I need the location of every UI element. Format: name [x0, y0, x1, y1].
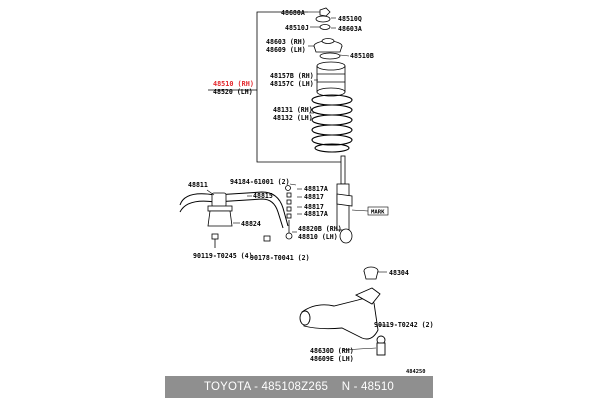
- label-48680A: 48680A: [281, 9, 305, 17]
- label-48510-rh-highlighted: 48510 (RH): [213, 80, 254, 88]
- label-48304: 48304: [389, 269, 409, 277]
- bump-stop-boot-48157: [316, 61, 346, 97]
- label-90119-T0245: 90119-T0245 (4): [193, 252, 253, 260]
- bump-stopper-48304: [363, 266, 379, 280]
- label-48510Q: 48510Q: [338, 15, 362, 23]
- label-48817-a: 48817: [304, 193, 324, 201]
- label-48510B: 48510B: [350, 52, 374, 60]
- bolt-90119-T0245: [211, 233, 219, 248]
- stabilizer-link-48820B: [285, 185, 293, 240]
- label-48824: 48824: [241, 220, 261, 228]
- footer-text: TOYOTA - 485108Z265 N - 48510: [203, 381, 395, 393]
- leader-lines: [206, 11, 388, 351]
- label-48630D-rh: 48630D (RH): [310, 347, 354, 355]
- label-48609E-lh: 48609E (LH): [310, 355, 354, 363]
- label-48157C-lh: 48157C (LH): [270, 80, 314, 88]
- lower-arm-48630D: [299, 287, 386, 356]
- label-48510J: 48510J: [285, 24, 309, 32]
- spring-seat-48510B: [319, 52, 341, 60]
- stabilizer-bushing-48815: [207, 192, 233, 212]
- label-48817A-top: 48817A: [304, 185, 328, 193]
- assembly-bracket-lines: [208, 11, 342, 163]
- label-48603-rh: 48603 (RH): [266, 38, 306, 46]
- label-90119-T0242: 90119-T0242 (2): [374, 321, 434, 329]
- label-48131-rh: 48131 (RH): [273, 106, 313, 114]
- upper-support-48603: [313, 38, 343, 53]
- label-48609-lh: 48609 (LH): [266, 46, 306, 54]
- part-number-footer: TOYOTA - 485108Z265 N - 48510: [165, 376, 433, 398]
- top-nut: [319, 7, 331, 17]
- label-mark: MARK: [371, 210, 385, 216]
- illustration-code: 484250: [406, 369, 425, 375]
- spacer-48510J: [319, 24, 331, 30]
- label-90178-T0041: 90178-T0041 (2): [250, 254, 310, 262]
- label-48157B-rh: 48157B (RH): [270, 72, 314, 80]
- mark-box: [367, 206, 389, 216]
- label-48817-b: 48817: [304, 203, 324, 211]
- label-48603A: 48603A: [338, 25, 362, 33]
- label-48811: 48811: [188, 181, 208, 189]
- label-48520-lh: 48520 (LH): [213, 88, 253, 96]
- stabilizer-bar-48811: [179, 191, 289, 229]
- label-48817A-bottom: 48817A: [304, 210, 328, 218]
- top-washer-48510Q: [315, 15, 331, 23]
- label-94184-61001: 94184-61001 (2): [230, 178, 290, 186]
- coil-spring-48131: [311, 94, 353, 153]
- label-48132-lh: 48132 (LH): [273, 114, 313, 122]
- shock-absorber-48510: [336, 155, 353, 244]
- bracket-48824: [207, 210, 233, 227]
- label-48815: 48815: [253, 192, 273, 200]
- label-48810-lh: 48810 (LH): [298, 233, 338, 241]
- label-48820B-rh: 48820B (RH): [298, 225, 342, 233]
- nut-90178-T0041: [263, 235, 271, 242]
